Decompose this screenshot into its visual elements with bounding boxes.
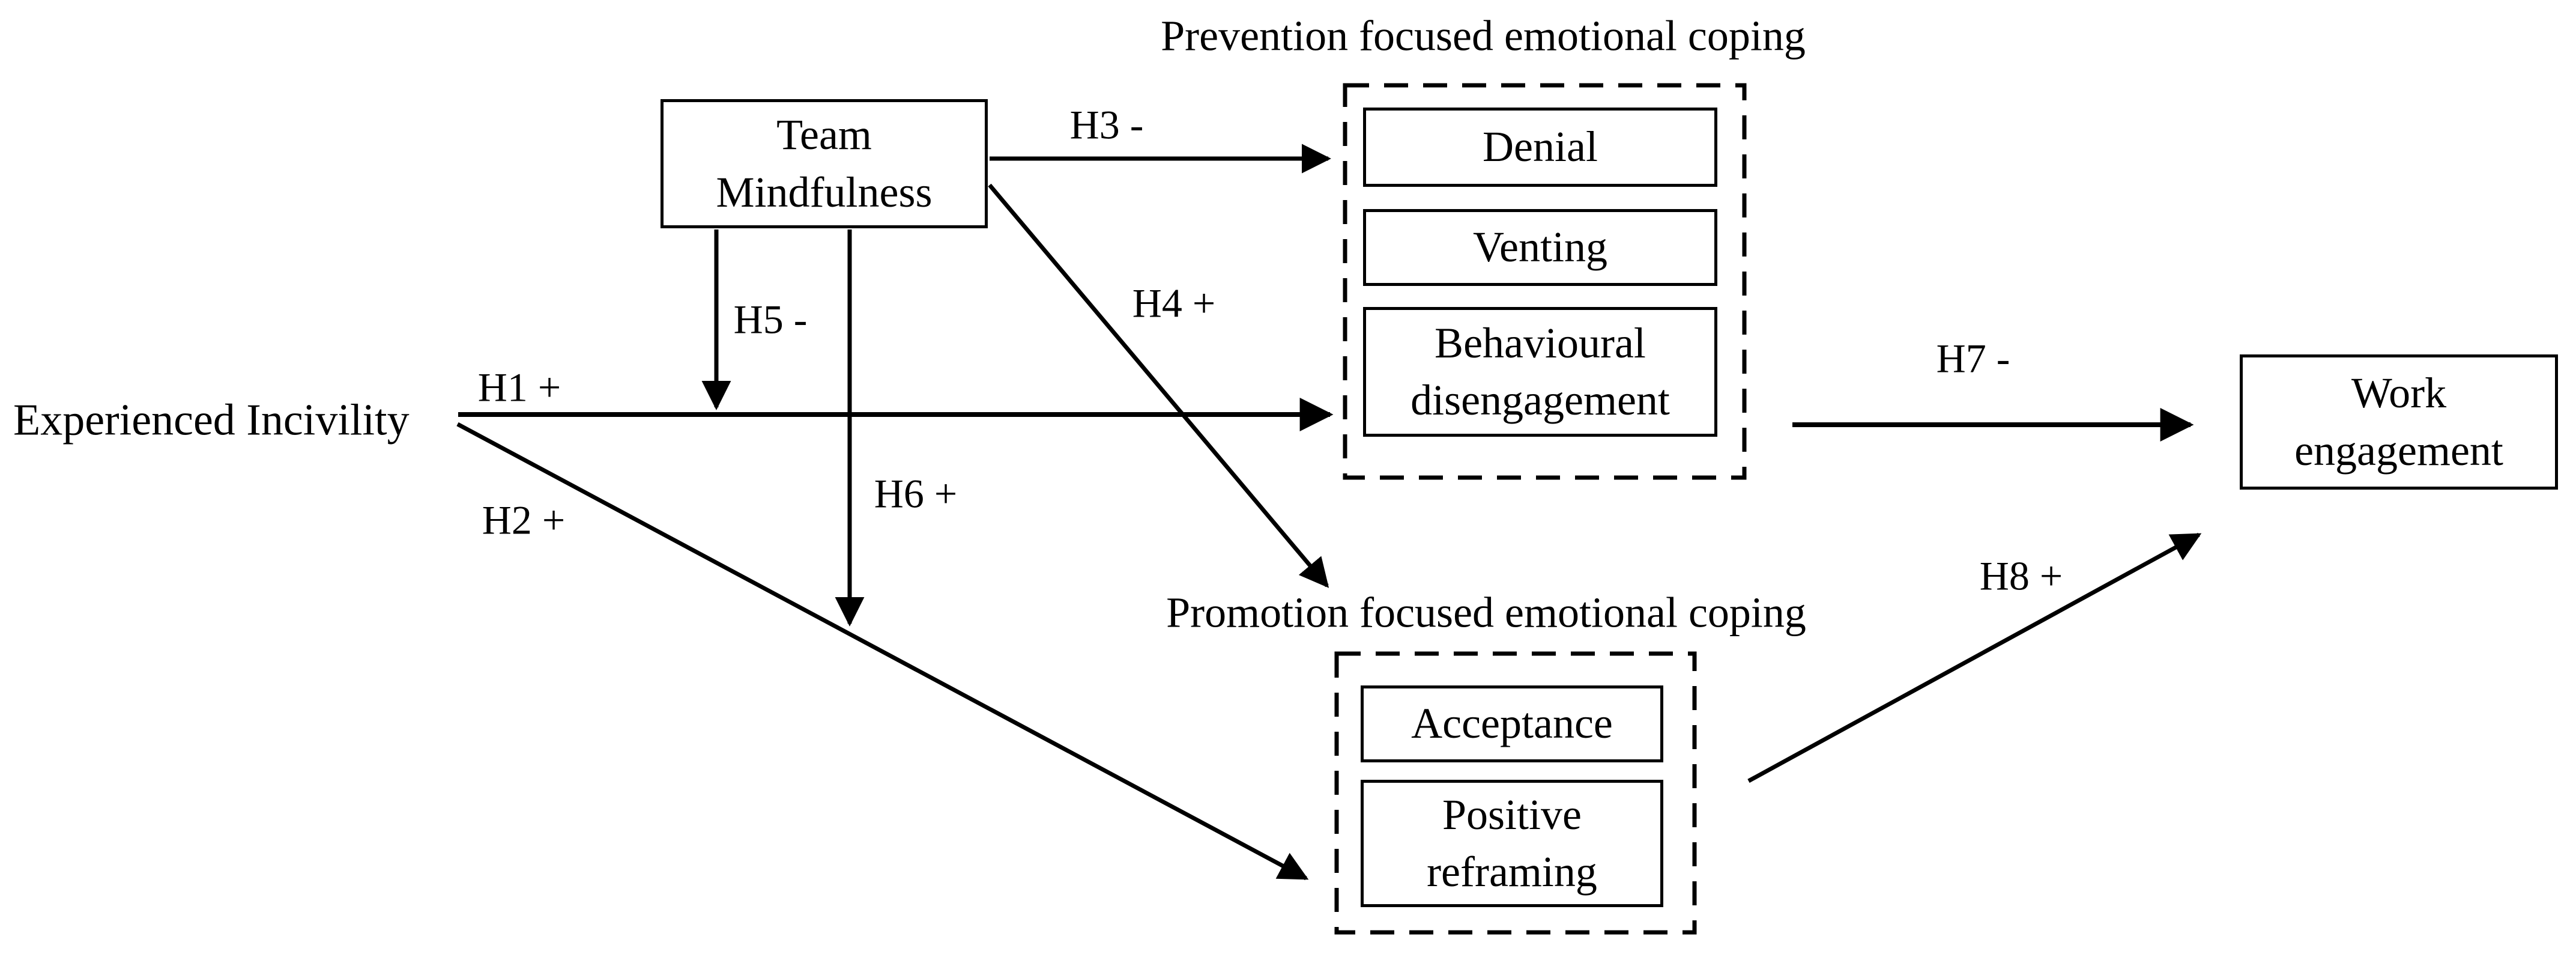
arrow-h4-mindfulness-to-promotion <box>988 183 1329 588</box>
hypothesis-label-h3: H3 - <box>1069 102 1144 148</box>
hypothesis-label-h7: H7 - <box>1936 335 2010 381</box>
arrow-h8-promotion-to-engagement <box>1747 532 2202 783</box>
node-experienced-incivility: Experienced Incivility <box>13 395 410 445</box>
node-venting: Venting <box>1363 209 1717 286</box>
node-acceptance: Acceptance <box>1361 685 1663 762</box>
hypothesis-label-h6: H6 + <box>874 470 958 517</box>
node-positive-reframing: Positive reframing <box>1361 780 1663 907</box>
promotion-group-outline <box>1334 651 1697 935</box>
promotion-group-title: Promotion focused emotional coping <box>1166 588 1806 637</box>
node-work-engagement: Work engagement <box>2240 354 2558 490</box>
hypothesis-label-h8: H8 + <box>1979 553 2063 599</box>
hypothesis-label-h2: H2 + <box>482 497 566 543</box>
prevention-group-outline <box>1343 83 1747 480</box>
hypothesis-label-h1: H1 + <box>477 364 561 410</box>
node-team-mindfulness: Team Mindfulness <box>661 99 988 228</box>
arrow-h2-incivility-to-promotion <box>456 422 1309 881</box>
node-denial: Denial <box>1363 108 1717 187</box>
node-behavioural-disengagement: Behavioural disengagement <box>1363 307 1717 437</box>
hypothesis-label-h4: H4 + <box>1132 280 1216 326</box>
prevention-group-title: Prevention focused emotional coping <box>1161 11 1806 60</box>
hypothesis-label-h5: H5 - <box>733 296 808 342</box>
